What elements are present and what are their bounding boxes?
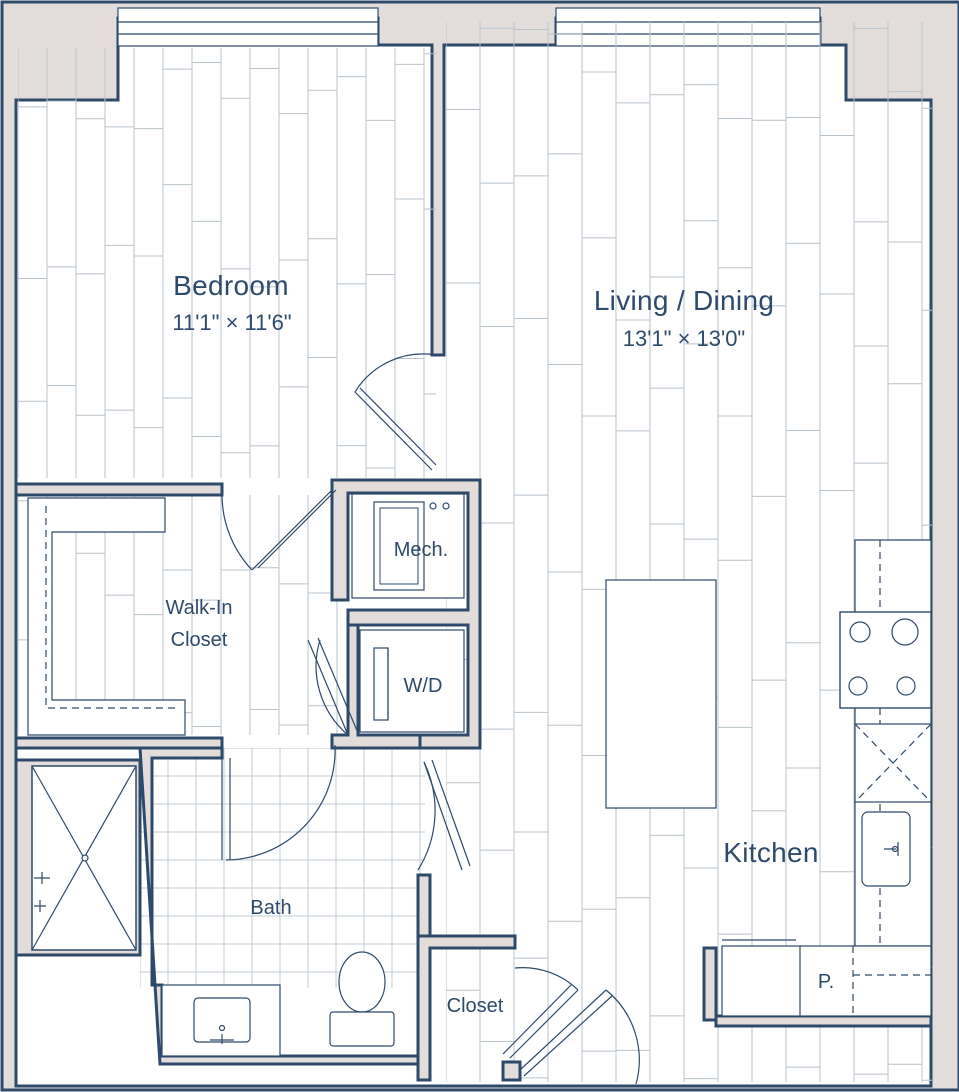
walkin-label-line2: Closet [171, 629, 228, 651]
kitchen-label: Kitchen [723, 837, 819, 868]
mech-unit [351, 493, 465, 599]
mech-label: Mech. [394, 539, 448, 561]
doors [221, 353, 640, 1085]
windows [117, 7, 821, 47]
bath-floor [140, 748, 425, 988]
living-name: Living / Dining [594, 285, 774, 316]
washer-dryer [359, 629, 465, 733]
shower [31, 765, 137, 951]
closet-label: Closet [447, 995, 504, 1017]
dining-island [605, 579, 717, 809]
bedroom-floor [18, 48, 436, 478]
room-labels: Bedroom 11'1" × 11'6" Living / Dining 13… [165, 270, 834, 1017]
living-dims: 13'1" × 13'0" [623, 326, 746, 351]
bath-label: Bath [250, 897, 291, 919]
bath-fixtures [161, 951, 395, 1057]
bedroom-name: Bedroom [173, 270, 289, 301]
closet-shelving [27, 497, 186, 736]
kitchen-counters [721, 539, 932, 1017]
pantry-label: P. [818, 971, 834, 993]
bedroom-dims: 11'1" × 11'6" [172, 310, 291, 335]
walkin-label-line1: Walk-In [165, 597, 232, 619]
wd-label: W/D [404, 675, 443, 697]
